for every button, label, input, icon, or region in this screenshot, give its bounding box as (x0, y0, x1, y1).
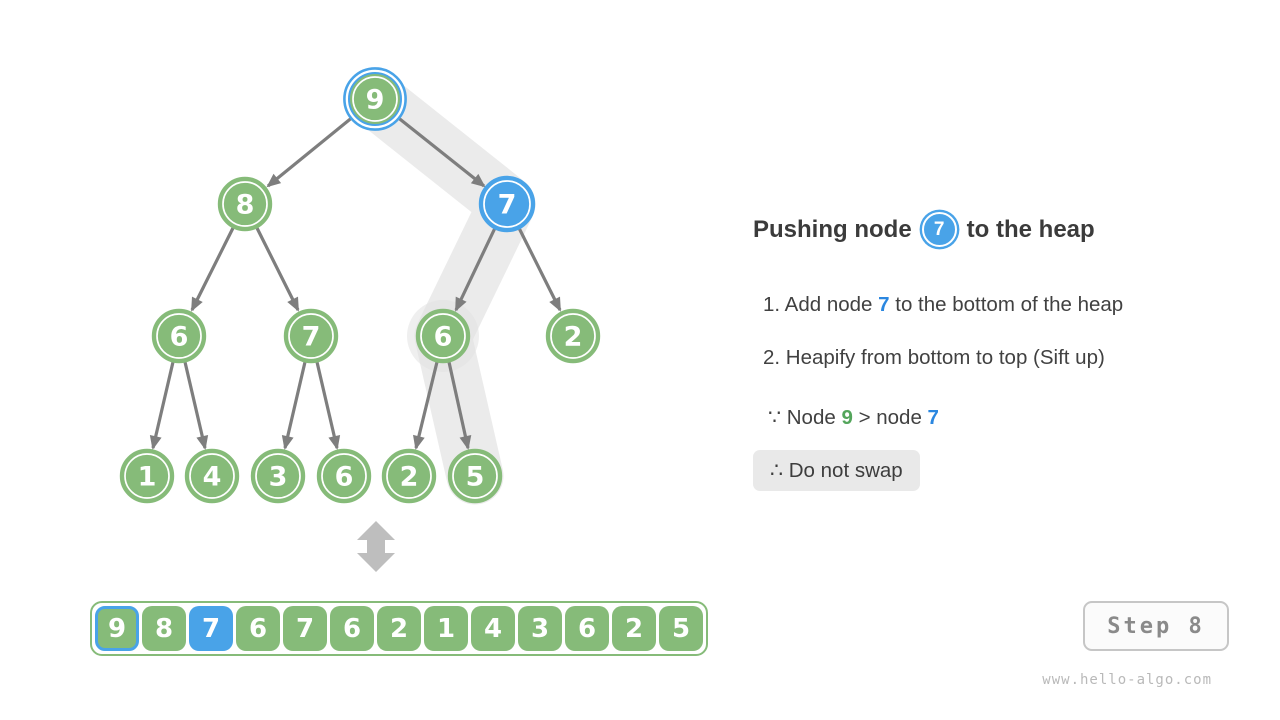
pushed-node-badge: 7 (921, 212, 957, 247)
array-cell: 6 (565, 606, 609, 651)
node-value: 6 (170, 322, 189, 353)
step-label: Step 8 (1107, 613, 1205, 639)
tree-node: 2 (381, 448, 437, 504)
node-value: 4 (203, 462, 222, 493)
node-value: 7 (498, 190, 517, 221)
node-value: 7 (302, 322, 321, 353)
tree-node: 1 (119, 448, 175, 504)
watermark: www.hello-algo.com (1042, 672, 1212, 688)
tree-edge (395, 114, 486, 188)
tree-node: 7 (283, 308, 339, 364)
node-value: 5 (466, 462, 485, 493)
therefore-badge: ∴ Do not swap (753, 450, 920, 491)
tree-node: 5 (447, 448, 503, 504)
node-value: 2 (564, 322, 583, 353)
because-line: ∵ Node 9 > node 7 (768, 406, 939, 429)
array-cell: 7 (283, 606, 327, 651)
array-cell: 6 (330, 606, 374, 651)
node-value: 8 (236, 190, 255, 221)
heap-array: 9 8 7 6 7 6 2 1 4 3 6 2 5 (90, 601, 708, 656)
array-cell: 3 (518, 606, 562, 651)
panel-title: Pushing node 7 to the heap (753, 212, 1095, 247)
array-cell: 2 (612, 606, 656, 651)
tree-edges (149, 114, 562, 450)
tree-edge (255, 227, 300, 312)
sift-path-highlight (346, 70, 536, 505)
array-cell: 1 (424, 606, 468, 651)
tree-edge (315, 361, 341, 450)
node-value: 9 (366, 85, 385, 116)
array-cell: 9 (95, 606, 139, 651)
array-cell: 2 (377, 606, 421, 651)
instruction-step-1: 1. Add node 7 to the bottom of the heap (763, 293, 1124, 316)
tree-node-pushed: 7 (478, 175, 536, 233)
tree-edge (183, 361, 209, 450)
title-prefix: Pushing node (753, 215, 912, 243)
instruction-step-2: 2. Heapify from bottom to top (Sift up) (763, 346, 1105, 369)
step-button[interactable]: Step 8 (1083, 601, 1229, 651)
tree-edge (266, 114, 356, 188)
array-cell: 8 (142, 606, 186, 651)
up-down-arrow-icon (357, 521, 395, 572)
tree-edge (190, 227, 235, 312)
heap-tree-svg: 9 8 7 6 7 6 2 1 (119, 67, 601, 572)
node-value: 6 (434, 322, 453, 353)
tree-node: 3 (250, 448, 306, 504)
title-suffix: to the heap (966, 215, 1095, 243)
tree-node: 2 (545, 308, 601, 364)
node-value: 3 (269, 462, 288, 493)
tree-edge (281, 361, 307, 450)
tree-edge (149, 361, 175, 450)
tree-node-root: 9 (343, 67, 407, 131)
array-cell: 4 (471, 606, 515, 651)
tree-node: 6 (151, 308, 207, 364)
tree-node: 6 (316, 448, 372, 504)
tree-node: 8 (217, 176, 273, 232)
tree-edge (517, 227, 562, 312)
therefore-icon: ∴ (770, 459, 789, 482)
node-value: 6 (335, 462, 354, 493)
tree-edge (454, 227, 497, 312)
array-cell-pushed: 7 (189, 606, 233, 651)
tree-node: 4 (184, 448, 240, 504)
node-value: 2 (400, 462, 419, 493)
tree-node: 6 (415, 308, 471, 364)
because-icon: ∵ (768, 406, 787, 429)
array-cell: 5 (659, 606, 703, 651)
tree-edge (413, 361, 439, 450)
array-cell: 6 (236, 606, 280, 651)
node-value: 1 (138, 462, 157, 493)
tree-edge (447, 361, 472, 450)
